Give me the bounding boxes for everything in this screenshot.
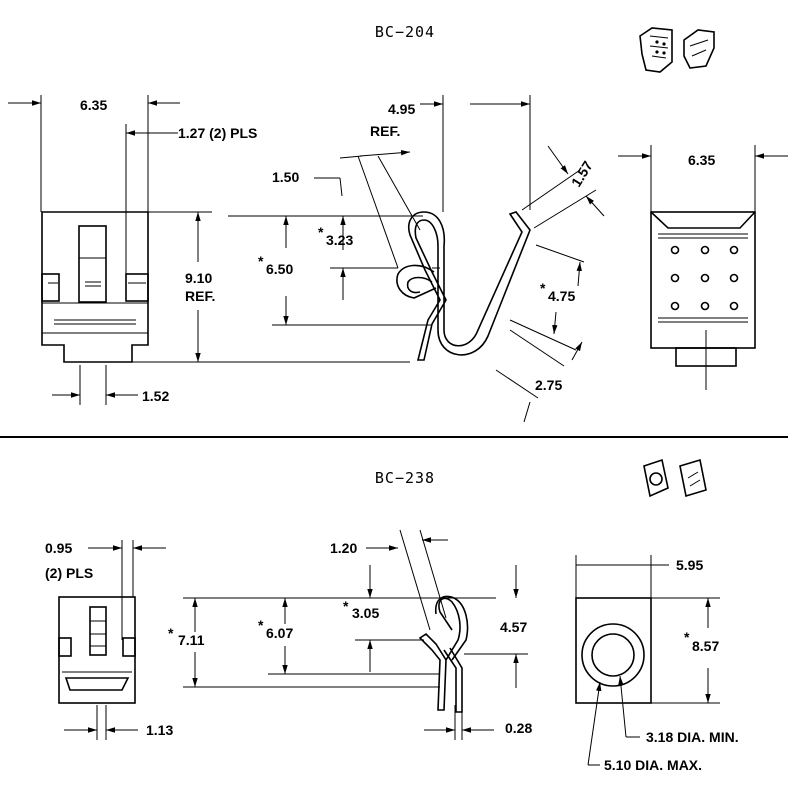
bc238-dim-5-95: 5.95 — [676, 557, 703, 573]
bc238-title: BC−238 — [375, 469, 435, 487]
bc204-dim-3-23: 3.23 — [326, 232, 353, 248]
bc238-dim-1-20: 1.20 — [330, 540, 357, 556]
bc238-dim-3-18: 3.18 DIA. MIN. — [646, 729, 739, 745]
bc204-clip-profile — [396, 211, 531, 361]
bc204-dim-1-57: 1.57 — [568, 158, 596, 190]
bc204-dim-9-10: 9.10 — [185, 270, 212, 286]
bc238-dim-7-11: 7.11 — [178, 632, 205, 648]
bc238-dim-3-05: 3.05 — [352, 605, 379, 621]
bc238-star-3-05: * — [343, 598, 349, 614]
bc238-dim-4-57: 4.57 — [500, 619, 527, 635]
bc238-dim-1-13: 1.13 — [146, 722, 173, 738]
bc238-dim-6-07: 6.07 — [266, 625, 293, 641]
bc238-clip-profile — [418, 595, 469, 713]
bc204-top-view — [650, 211, 756, 367]
bc204-dim-6-35-right: 6.35 — [688, 152, 715, 168]
bc238-thumbnail-icon — [643, 458, 707, 498]
bc204-star-4-75: * — [540, 280, 546, 296]
bc204-dim-1-50: 1.50 — [272, 169, 299, 185]
bc204-dim-4-95: 4.95 — [388, 101, 415, 117]
bc238-dim-5-10: 5.10 DIA. MAX. — [604, 757, 702, 773]
bc204-star-6-50: * — [258, 253, 264, 269]
bc204-dim-4-75: 4.75 — [548, 288, 575, 304]
bc204-dim-ref2: REF. — [370, 123, 400, 139]
bc238-section: BC−238 0.95 (2) PLS 1.13 — [45, 458, 739, 773]
bc204-dim-1-52: 1.52 — [142, 388, 169, 404]
bc238-top-view — [575, 597, 652, 704]
bc204-title: BC−204 — [375, 23, 435, 41]
bc204-thumbnail-icon — [639, 27, 715, 73]
bc238-dim-pls: (2) PLS — [45, 565, 93, 581]
bc238-star-8-57: * — [684, 629, 690, 645]
bc204-star-3-23: * — [318, 224, 324, 240]
bc204-front-view — [41, 211, 149, 363]
bc204-dim-1-27: 1.27 (2) PLS — [178, 125, 257, 141]
bc238-dim-0-95: 0.95 — [45, 540, 72, 556]
bc238-star-6-07: * — [258, 617, 264, 633]
bc238-dim-0-28: 0.28 — [505, 720, 532, 736]
bc204-dim-6-35-left: 6.35 — [80, 97, 107, 113]
bc238-front-view — [58, 596, 136, 704]
bc238-dim-8-57: 8.57 — [692, 638, 719, 654]
bc204-dim-ref: REF. — [185, 288, 215, 304]
bc204-dim-2-75: 2.75 — [535, 377, 562, 393]
bc204-section: BC−204 — [8, 23, 788, 423]
bc204-dim-6-50: 6.50 — [266, 261, 293, 277]
bc238-star-7-11: * — [168, 625, 174, 641]
